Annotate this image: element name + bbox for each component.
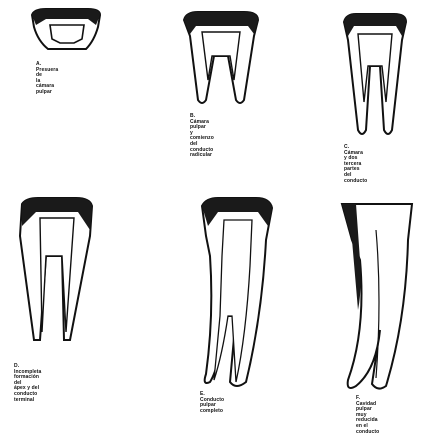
- tooth-a-pulp-chamber: [50, 25, 84, 43]
- caption-f: F. Cavidad pulpar muy reducida en el con…: [356, 396, 379, 435]
- tooth-d-illustration: [12, 196, 96, 346]
- tooth-c-root-canal: [358, 34, 392, 102]
- tooth-a-illustration: [26, 5, 106, 55]
- tooth-b-illustration: [178, 10, 268, 110]
- tooth-f-illustration: [336, 200, 416, 396]
- tooth-c-illustration: [340, 12, 410, 142]
- caption-d: D. Incompleta formación del ápex y del c…: [14, 364, 41, 403]
- caption-e: E. Conducto pulpar completo: [200, 392, 224, 414]
- tooth-b-root-canal: [202, 32, 240, 80]
- tooth-e-illustration: [196, 196, 276, 392]
- caption-c: C. Cámara y dos tercera partes del condu…: [344, 145, 367, 184]
- caption-b: B. Cámara pulpar y comienzo del conducto…: [190, 114, 214, 159]
- caption-a: A. Presuera de la cámara pulpar: [36, 62, 58, 96]
- tooth-c-outline: [344, 14, 406, 134]
